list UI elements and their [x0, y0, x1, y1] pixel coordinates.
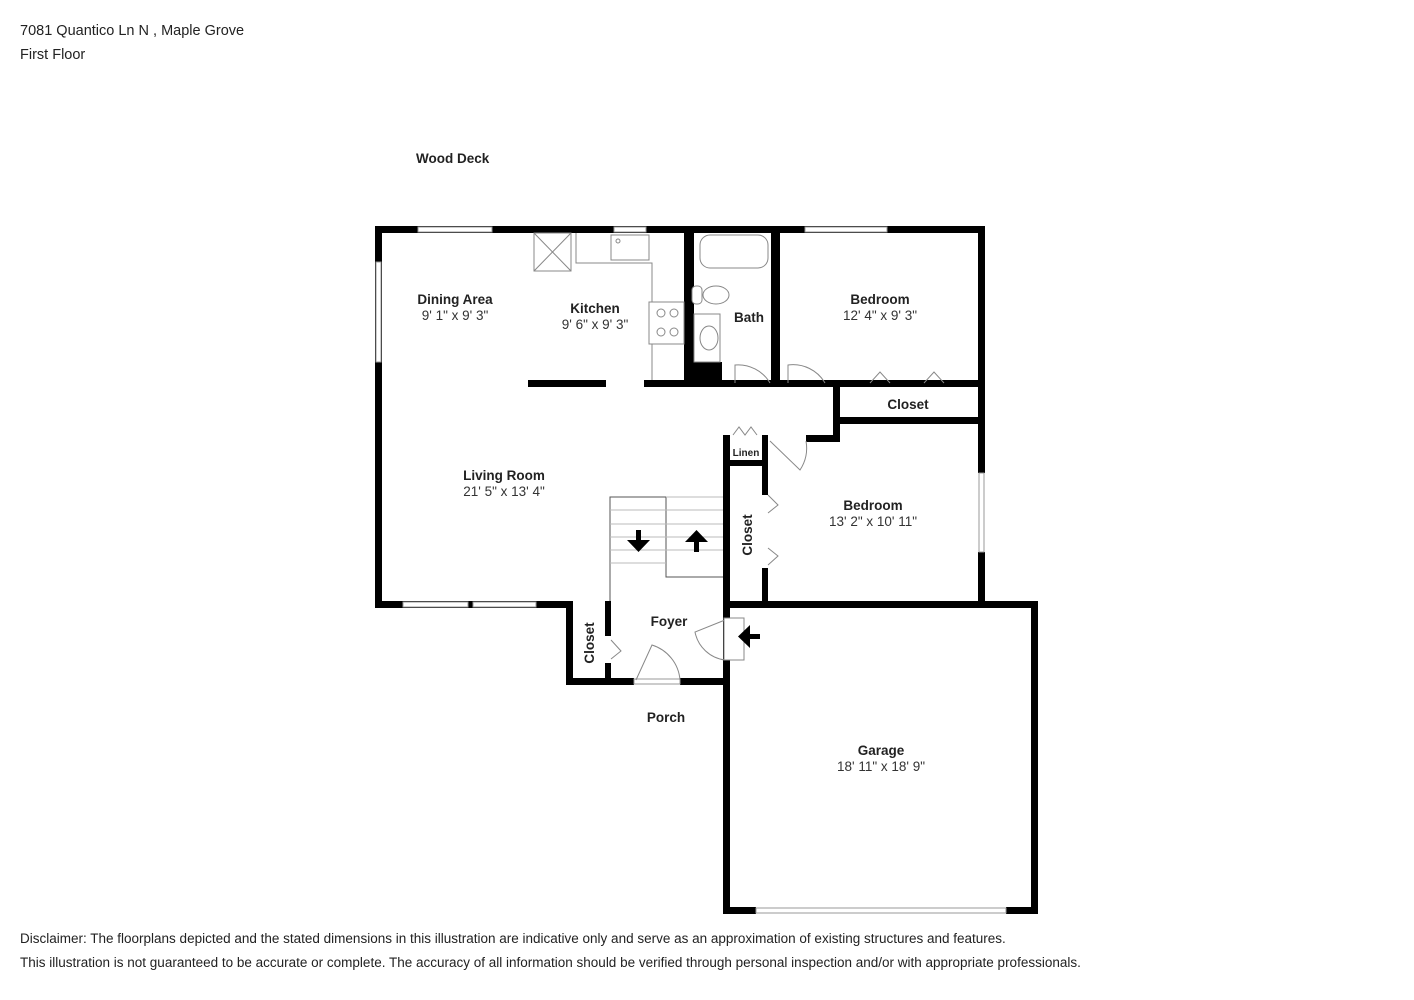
room-kitchen-name: Kitchen	[570, 301, 620, 316]
room-garage-name: Garage	[858, 743, 905, 758]
room-closet-bedroom2: Closet	[740, 514, 755, 556]
kitchen-fixtures	[533, 232, 685, 380]
doors	[610, 364, 945, 681]
room-garage-dims: 18' 11" x 18' 9"	[837, 759, 925, 774]
room-closet-bedroom1: Closet	[887, 397, 929, 412]
room-living-dims: 21' 5" x 13' 4"	[463, 484, 545, 499]
room-dining-dims: 9' 1" x 9' 3"	[422, 308, 489, 323]
walls	[375, 226, 1038, 914]
room-closet-foyer: Closet	[582, 622, 597, 664]
room-kitchen-dims: 9' 6" x 9' 3"	[562, 317, 629, 332]
room-living-name: Living Room	[463, 468, 545, 483]
room-dining-name: Dining Area	[417, 292, 493, 307]
room-bedroom2-dims: 13' 2" x 10' 11"	[829, 514, 917, 529]
room-bedroom1-name: Bedroom	[850, 292, 909, 307]
address-title: 7081 Quantico Ln N , Maple Grove	[20, 23, 245, 39]
bath-fixtures	[691, 234, 769, 363]
room-linen: Linen	[733, 448, 760, 459]
stairs	[609, 496, 760, 648]
entry-arrow-icon	[738, 625, 760, 648]
windows	[375, 226, 1007, 914]
room-foyer-name: Foyer	[651, 614, 689, 629]
disclaimer-line-2: This illustration is not guaranteed to b…	[20, 955, 1081, 970]
room-bath-name: Bath	[734, 310, 764, 325]
room-bedroom1-dims: 12' 4" x 9' 3"	[843, 308, 917, 323]
floor-label: First Floor	[20, 47, 86, 63]
label-porch: Porch	[647, 710, 685, 725]
stair-down-arrow-icon	[627, 530, 650, 552]
disclaimer-line-1: Disclaimer: The floorplans depicted and …	[20, 931, 1006, 946]
room-bedroom2-name: Bedroom	[843, 498, 902, 513]
stair-up-arrow-icon	[685, 530, 708, 552]
label-wood-deck: Wood Deck	[416, 151, 490, 166]
